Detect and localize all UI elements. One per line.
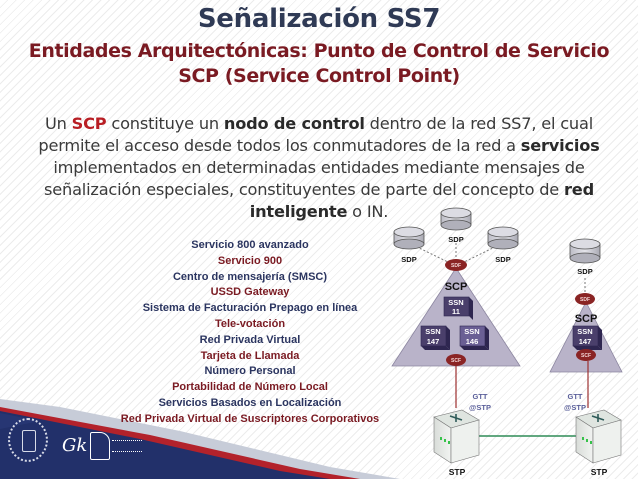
stp-label: STP [449, 467, 466, 477]
sdp-label: SDP [577, 267, 592, 276]
service-item: USSD Gateway [210, 286, 290, 299]
sdp-database-icon [393, 226, 425, 250]
scf-badge [446, 354, 466, 366]
ssn-number: 147 [579, 337, 592, 346]
gik-logo: Gk [62, 435, 88, 456]
text-fragment: Un [44, 114, 72, 133]
stp-router-icon [433, 409, 480, 464]
service-item: Centro de mensajería (SMSC) [172, 270, 328, 283]
sdp-label: SDP [495, 255, 510, 264]
stp-label: STP [591, 467, 608, 477]
faculty-logo-text [112, 440, 142, 452]
text-fragment: implementados en determinadas entidades … [44, 158, 585, 199]
servicios-highlight: servicios [520, 136, 600, 155]
scp-highlight: SCP [71, 114, 107, 133]
red-inteligente-highlight: red inteligente [249, 180, 594, 221]
sdp-database-icon [487, 226, 519, 250]
sdp-label: SDP [401, 255, 416, 264]
ssn-label: SSN [448, 298, 463, 307]
sdp-database-icon [569, 238, 601, 264]
page-title: Señalización SS7 [197, 4, 441, 34]
service-item: Portabilidad de Número Local [172, 381, 328, 394]
page-subtitle-line1: Entidades Arquitectónicas: Punto de Cont… [28, 40, 610, 62]
sdf-badge-label: SDF [580, 297, 590, 303]
scf-badge-label: SCF [451, 358, 461, 364]
scf-badge [576, 349, 596, 361]
scp-label: SCP [575, 313, 598, 325]
text-fragment: constituye un [106, 114, 224, 133]
ssn-number: 11 [452, 307, 460, 316]
service-item: Red Privada Virtual de Suscriptores Corp… [120, 412, 380, 425]
university-seal-logo [8, 418, 48, 462]
service-item: Número Personal [204, 365, 296, 378]
services-list: Servicio 800 avanzado Servicio 900 Centr… [100, 238, 400, 428]
service-item: Sistema de Facturación Prepago en línea [142, 302, 358, 315]
gtt-at-stp-label: @STP [564, 403, 586, 412]
service-item: Servicios Basados en Localización [158, 396, 342, 409]
ssn-label: SSN [577, 327, 592, 336]
service-item: Servicio 900 [217, 254, 283, 267]
gtt-at-stp-label: @STP [469, 403, 491, 412]
ssn-number: 147 [427, 337, 440, 346]
sdp-database-icon [440, 207, 472, 231]
sdf-badge [445, 259, 467, 271]
text-fragment: o IN. [347, 202, 389, 221]
nodo-de-control-highlight: nodo de control [223, 114, 365, 133]
ssn-label: SSN [425, 327, 440, 336]
service-item: Tarjeta de Llamada [200, 349, 300, 362]
service-item: Red Privada Virtual [199, 333, 301, 346]
gtt-label: GTT [473, 392, 488, 401]
faculty-logo [90, 432, 110, 460]
page-subtitle-line2: SCP (Service Control Point) [178, 65, 460, 87]
ssn-box-icon [443, 296, 473, 320]
text-fragment: dentro de la red SS7, el cual permite el… [38, 114, 594, 155]
stp-router-icon [575, 409, 622, 464]
description-paragraph: Un SCP constituye un nodo de control den… [14, 113, 624, 223]
scp-label: SCP [445, 281, 468, 293]
ssn-label: SSN [464, 327, 479, 336]
ssn-box-icon [572, 325, 602, 350]
ssn-box-icon [459, 325, 489, 350]
sdp-label: SDP [448, 235, 463, 244]
service-item: Servicio 800 avanzado [191, 239, 309, 251]
ssn-box-icon [420, 325, 450, 350]
ssn-number: 146 [466, 337, 479, 346]
service-item: Tele-votación [214, 317, 286, 330]
gtt-label: GTT [568, 392, 583, 401]
sdf-badge [575, 293, 595, 305]
scf-badge-label: SCF [581, 353, 591, 359]
sdf-badge-label: SDF [451, 263, 461, 269]
